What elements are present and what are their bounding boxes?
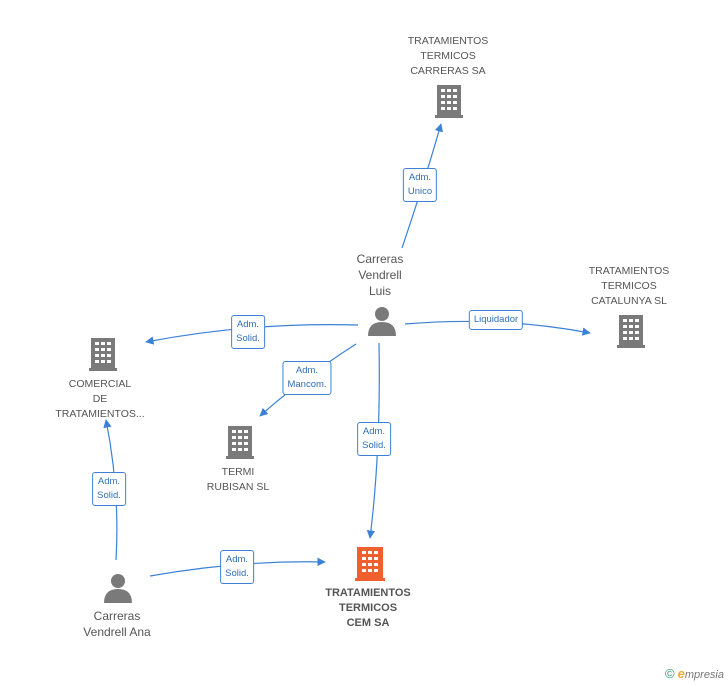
edge-label-adm-solid-ana-comercial: Adm. Solid. [92,472,126,506]
building-icon-focus[interactable] [355,547,385,581]
copyright-icon: © [665,666,675,681]
building-icon[interactable] [617,315,645,348]
building-icon[interactable] [435,85,463,118]
edge-label-adm-unico: Adm. Unico [402,168,438,202]
edge-label-liquidador: Liquidador [468,310,524,330]
building-icon[interactable] [226,426,254,459]
node-label-catalunya[interactable]: TRATAMIENTOS TERMICOS CATALUNYA SL [588,265,670,307]
person-icon[interactable] [104,574,132,603]
brand-rest: mpresia [684,669,724,681]
node-label-cem[interactable]: TRATAMIENTOS TERMICOS CEM SA [325,587,411,629]
node-label-luis[interactable]: Carreras Vendrell Luis [356,252,404,298]
node-label-comercial[interactable]: COMERCIAL DE TRATAMIENTOS... [55,378,145,420]
edge-label-adm-solid-ana-cem: Adm. Solid. [220,550,254,584]
node-label-ana[interactable]: Carreras Vendrell Ana [83,609,151,639]
node-label-rubisan[interactable]: TERMI RUBISAN SL [206,466,270,493]
person-icon[interactable] [368,307,396,336]
edge-label-adm-solid-comercial: Adm. Solid. [231,315,265,349]
edge-label-adm-mancom: Adm. Mancom. [282,361,332,395]
edge-label-adm-solid-cem: Adm. Solid. [357,422,391,456]
empresia-logo[interactable]: ©empresia [665,666,724,681]
node-label-carreras-sa[interactable]: TRATAMIENTOS TERMICOS CARRERAS SA [407,35,489,77]
building-icon[interactable] [89,338,117,371]
brand-e: e [677,666,685,681]
